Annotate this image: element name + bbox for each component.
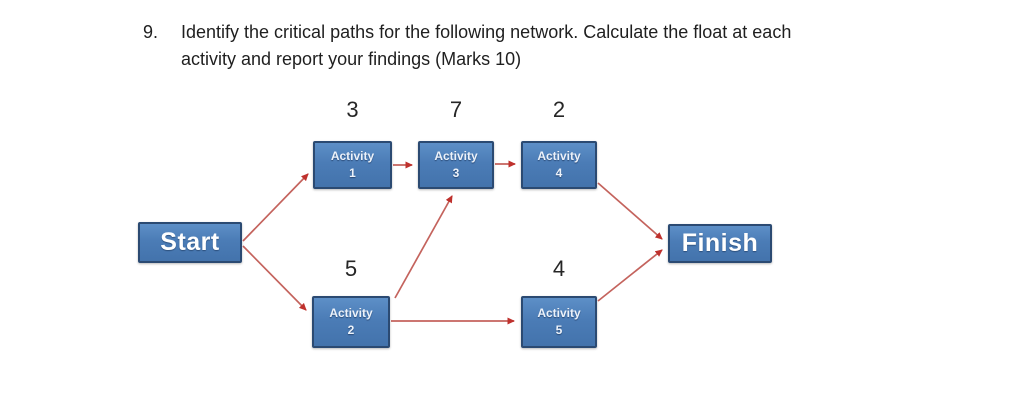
- node-activity-2-title: Activity: [329, 306, 373, 321]
- duration-activity-3: 7: [449, 97, 463, 122]
- node-start-label: Start: [160, 228, 220, 256]
- node-activity-5-text: Activity 5: [537, 305, 580, 339]
- node-activity-1-text: Activity 1: [331, 148, 374, 182]
- node-activity-1: Activity 1: [313, 141, 392, 189]
- node-activity-3: Activity 3: [418, 141, 494, 189]
- node-activity-3-title: Activity: [434, 149, 478, 164]
- duration-activity-1: 3: [346, 97, 359, 122]
- question-text-line-2: activity and report your findings (Marks…: [181, 49, 522, 69]
- node-activity-5-id: 5: [555, 323, 563, 337]
- edge-activity-5-finish: [597, 249, 663, 302]
- node-activity-2-text: Activity 2: [329, 305, 372, 339]
- node-activity-5-title: Activity: [537, 306, 581, 321]
- question-text-line-1: Identify the critical paths for the foll…: [181, 22, 792, 42]
- duration-activity-5: 4: [552, 256, 566, 281]
- node-activity-4-id: 4: [555, 166, 563, 180]
- node-activity-4-title: Activity: [537, 149, 581, 164]
- node-start: Start: [138, 222, 242, 263]
- node-activity-4: Activity 4: [521, 141, 597, 189]
- duration-activity-4: 2: [552, 97, 566, 122]
- node-activity-4-text: Activity 4: [537, 148, 580, 182]
- node-finish: Finish: [668, 224, 772, 263]
- question-text: Identify the critical paths for the foll…: [181, 19, 981, 73]
- edge-start-activity-2: [242, 245, 307, 311]
- node-activity-2-id: 2: [347, 323, 355, 337]
- node-activity-5: Activity 5: [521, 296, 597, 348]
- edge-activity-2-activity-3: [394, 195, 453, 299]
- node-activity-3-id: 3: [452, 166, 460, 180]
- node-activity-3-text: Activity 3: [434, 148, 477, 182]
- duration-activity-2: 5: [344, 256, 358, 281]
- node-activity-2: Activity 2: [312, 296, 390, 348]
- edge-activity-4-finish: [597, 182, 663, 240]
- node-activity-1-id: 1: [349, 166, 356, 180]
- node-activity-1-title: Activity: [330, 149, 375, 164]
- edge-start-activity-1: [242, 173, 309, 242]
- question-number: 9.: [143, 22, 159, 42]
- node-finish-label: Finish: [681, 229, 759, 257]
